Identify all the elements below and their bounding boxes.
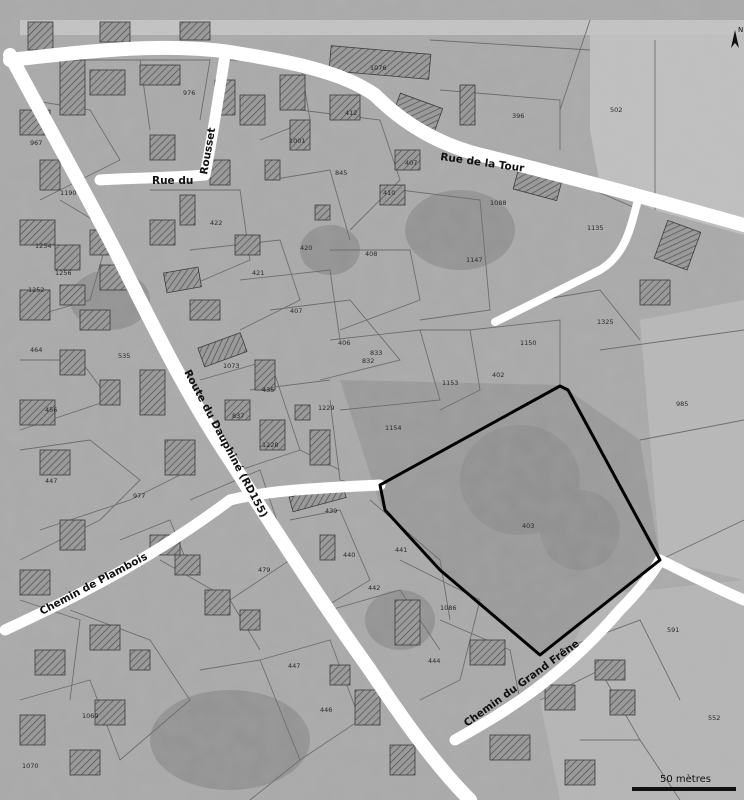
parcel-number: 1252 bbox=[28, 286, 45, 294]
parcel-number: 421 bbox=[252, 269, 264, 277]
parcel-number: 1070 bbox=[22, 762, 39, 770]
parcel-number: 407 bbox=[405, 159, 417, 167]
scale-bar-label: 50 mètres bbox=[660, 773, 711, 785]
parcel-numbers: 1076 976 412 396 502 967 1001 845 407 41… bbox=[22, 64, 720, 770]
parcel-number: 441 bbox=[395, 546, 407, 554]
parcel-number: 845 bbox=[335, 169, 347, 177]
parcel-number: 985 bbox=[676, 400, 688, 408]
parcel-number: 502 bbox=[610, 106, 622, 114]
parcel-number: 408 bbox=[365, 250, 377, 258]
street-label-rue-du-rousset-1: Rue du bbox=[152, 175, 193, 187]
parcel-number: 420 bbox=[300, 244, 312, 252]
parcel-number: 479 bbox=[258, 566, 270, 574]
project-site-outline bbox=[378, 384, 662, 657]
parcel-number: 1256 bbox=[55, 269, 72, 277]
parcel-number: 833 bbox=[370, 349, 382, 357]
road-route-du-dauphine bbox=[3, 48, 477, 800]
road-chemin-du-grand-frene bbox=[449, 554, 744, 746]
parcel-number: 977 bbox=[133, 492, 145, 500]
parcel-number: 403 bbox=[522, 522, 534, 530]
parcel-number: 406 bbox=[338, 339, 350, 347]
parcel-number: 396 bbox=[512, 112, 524, 120]
parcel-number: 447 bbox=[45, 477, 57, 485]
north-arrow-icon: N bbox=[731, 26, 743, 48]
parcel-number: 444 bbox=[428, 657, 440, 665]
parcel-number: 976 bbox=[183, 89, 195, 97]
parcel-number: 412 bbox=[345, 109, 357, 117]
parcel-number: 1229 bbox=[318, 404, 335, 412]
parcel-number: 422 bbox=[210, 219, 222, 227]
parcel-number: 440 bbox=[343, 551, 355, 559]
parcel-number: 410 bbox=[383, 189, 395, 197]
parcel-number: 1086 bbox=[440, 604, 457, 612]
parcel-number: 1076 bbox=[370, 64, 387, 72]
roads bbox=[0, 40, 744, 800]
parcel-number: 1150 bbox=[520, 339, 537, 347]
parcel-number: 1254 bbox=[35, 242, 52, 250]
parcel-number: 535 bbox=[118, 352, 130, 360]
road-rue-du-rousset-west bbox=[94, 169, 211, 186]
parcel-number: 447 bbox=[288, 662, 300, 670]
parcel-number: 591 bbox=[667, 626, 679, 634]
parcel-number: 1153 bbox=[442, 379, 459, 387]
parcel-number: 402 bbox=[492, 371, 504, 379]
road-rue-de-la-tour bbox=[3, 40, 744, 232]
road-private-lane bbox=[491, 196, 642, 326]
parcel-number: 1069 bbox=[82, 712, 99, 720]
buildings bbox=[19, 21, 702, 786]
parcel-number: 464 bbox=[30, 346, 42, 354]
parcel-number: 456 bbox=[45, 406, 57, 414]
parcel-number: 1073 bbox=[223, 362, 240, 370]
parcel-number: 1001 bbox=[289, 137, 306, 145]
road-chemin-de-plambois bbox=[0, 479, 386, 636]
road-rue-du-rousset bbox=[199, 49, 231, 181]
scale-bar: 50 mètres bbox=[632, 773, 736, 791]
parcel-number: 1154 bbox=[385, 424, 402, 432]
parcel-number: 1190 bbox=[60, 189, 77, 197]
parcel-number: 1088 bbox=[490, 199, 507, 207]
parcel-number: 837 bbox=[232, 412, 244, 420]
parcel-number: 552 bbox=[708, 714, 720, 722]
parcel-number: 967 bbox=[30, 139, 42, 147]
parcel-number: 1147 bbox=[466, 256, 483, 264]
parcel-number: 446 bbox=[320, 706, 332, 714]
north-arrow-label: N bbox=[738, 26, 743, 34]
parcel-number: 407 bbox=[290, 307, 302, 315]
parcel-number: 435 bbox=[262, 386, 274, 394]
parcel-number: 832 bbox=[362, 357, 374, 365]
parcel-number: 439 bbox=[325, 507, 337, 515]
parcel-number: 1325 bbox=[597, 318, 614, 326]
parcel-number: 442 bbox=[368, 584, 380, 592]
parcel-number: 1228 bbox=[262, 441, 279, 449]
parcel-number: 1135 bbox=[587, 224, 604, 232]
